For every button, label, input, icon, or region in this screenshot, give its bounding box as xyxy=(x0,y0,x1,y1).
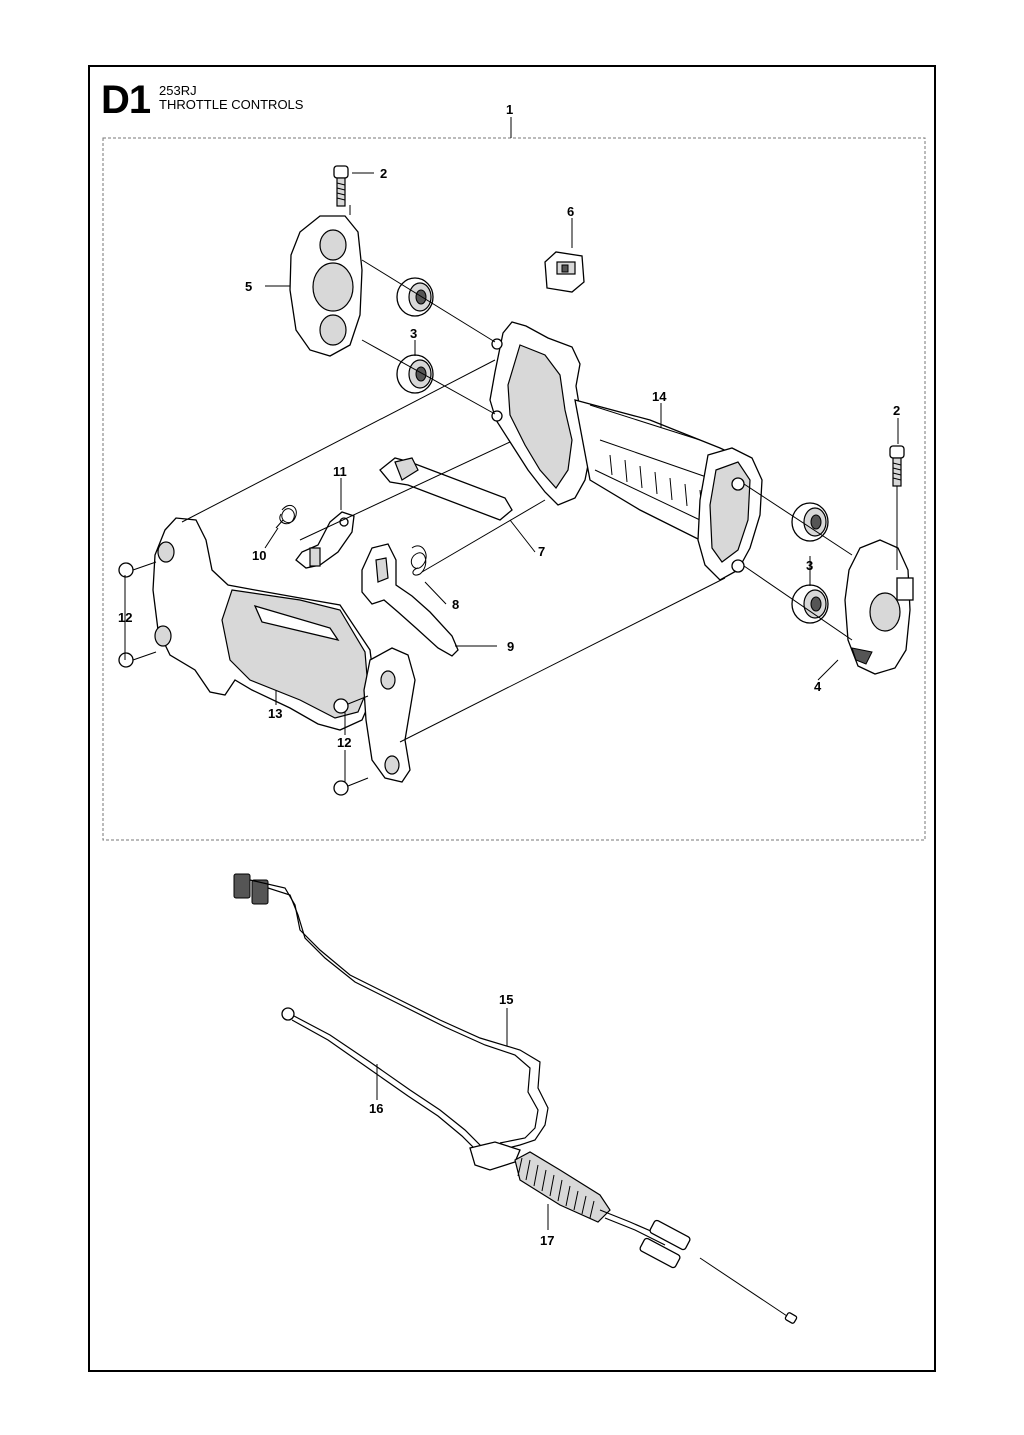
callout-10: 10 xyxy=(252,548,266,563)
callout-9: 9 xyxy=(507,639,514,654)
callout-2-right: 2 xyxy=(893,403,900,418)
sheet-id: D1 xyxy=(101,78,151,122)
screw-part-12-c[interactable] xyxy=(333,695,369,714)
assembly-boundary xyxy=(102,137,926,841)
callout-15: 15 xyxy=(499,992,513,1007)
stop-switch-part-6[interactable] xyxy=(544,251,585,293)
callout-13: 13 xyxy=(268,706,282,721)
screw-top-left-part-2[interactable] xyxy=(333,165,349,207)
callout-17: 17 xyxy=(540,1233,554,1248)
model-name: 253RJ xyxy=(159,83,197,98)
screw-part-12-a[interactable] xyxy=(118,561,157,578)
callout-3-right: 3 xyxy=(806,558,813,573)
handle-body-part-14[interactable] xyxy=(489,321,763,581)
screw-part-12-d[interactable] xyxy=(333,777,369,796)
handle-grip-part-13[interactable] xyxy=(152,517,376,731)
screw-top-right-part-2[interactable] xyxy=(889,445,905,487)
callout-5: 5 xyxy=(245,279,252,294)
assembly-lines xyxy=(181,205,898,743)
page-frame xyxy=(88,65,936,1372)
wire-harness-part-15[interactable] xyxy=(233,873,549,1151)
throttle-cable-part-16[interactable] xyxy=(281,1007,491,1161)
callout-6: 6 xyxy=(567,204,574,219)
callout-7: 7 xyxy=(538,544,545,559)
callout-8: 8 xyxy=(452,597,459,612)
callout-3-left: 3 xyxy=(410,326,417,341)
throttle-trigger-part-9[interactable] xyxy=(361,543,459,657)
callout-12-bottom: 12 xyxy=(337,735,351,750)
bearing-lower-right-part-3[interactable] xyxy=(791,584,829,624)
end-cap-right-part-4[interactable] xyxy=(844,539,914,675)
handle-grip-endpiece xyxy=(363,647,416,783)
bearing-upper-left-part-3[interactable] xyxy=(396,277,434,317)
screw-part-12-b[interactable] xyxy=(118,651,157,668)
callout-2-top-left: 2 xyxy=(380,166,387,181)
bearing-upper-right-part-3[interactable] xyxy=(791,502,829,542)
spring-part-10[interactable] xyxy=(275,505,297,529)
callout-1: 1 xyxy=(506,102,513,117)
spring-part-8[interactable] xyxy=(410,545,427,576)
callout-4: 4 xyxy=(814,679,822,694)
bearing-lower-left-part-3[interactable] xyxy=(396,354,434,394)
callout-16: 16 xyxy=(369,1101,383,1116)
end-cap-left-part-5[interactable] xyxy=(289,215,363,357)
section-title: THROTTLE CONTROLS xyxy=(159,97,304,112)
cable-sheath-part-17[interactable] xyxy=(469,1141,798,1324)
callout-11: 11 xyxy=(333,464,347,479)
callout-12-left: 12 xyxy=(118,610,132,625)
callout-leaders xyxy=(124,172,899,1230)
throttle-rod-part-7[interactable] xyxy=(379,457,513,521)
lever-part-11[interactable] xyxy=(295,511,355,569)
callout-14: 14 xyxy=(652,389,667,404)
